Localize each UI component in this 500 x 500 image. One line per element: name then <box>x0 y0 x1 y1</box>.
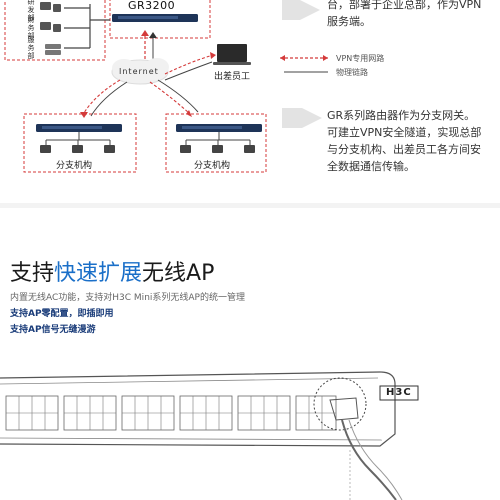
branch-2-pc-icons <box>180 145 255 153</box>
hq-label-rd: 研发部 <box>27 0 35 22</box>
feature-title-part: 支持 <box>10 261 55 286</box>
server-icon <box>45 44 61 55</box>
mobile-employee-label: 出差员工 <box>214 72 251 82</box>
branch-1-label: 分支机构 <box>56 161 93 171</box>
branch-1-pc-icons <box>40 145 115 153</box>
branch-2-frame <box>165 113 267 173</box>
feature-title-accent: 快速扩展 <box>54 261 143 286</box>
description-line: 服务端。 <box>327 15 371 28</box>
feature-title-part: 无线AP <box>142 261 215 286</box>
internet-label: Internet <box>119 67 159 76</box>
router-dashed-frame <box>109 0 211 39</box>
laptop-icon <box>217 44 247 62</box>
description-line: 与分支机构、出差员工各方间安 <box>327 143 481 156</box>
section-divider <box>0 203 500 208</box>
description-top: 台，部署于企业总部，作为VPN 服务端。 <box>327 0 481 30</box>
branch-2-label: 分支机构 <box>194 161 231 171</box>
cable-line <box>341 419 397 500</box>
feature-bullet: 支持AP零配置，即插即用 <box>10 309 114 319</box>
network-diagram <box>4 0 328 173</box>
highlight-circle <box>313 377 367 431</box>
description-line: 可建立VPN安全隧道，实现总部 <box>327 126 482 139</box>
branch-1-frame <box>23 113 137 173</box>
description-line: 台，部署于企业总部，作为VPN <box>327 0 482 11</box>
description-line: GR系列路由器作为分支网关。 <box>327 109 476 122</box>
device-sketch <box>0 371 419 500</box>
feature-subtitle: 内置无线AC功能，支持对H3C Mini系列无线AP的统一管理 <box>10 293 245 303</box>
monitor-icon <box>40 2 61 32</box>
description-bottom: GR系列路由器作为分支网关。 可建立VPN安全隧道，实现总部 与分支机构、出差员… <box>327 107 481 175</box>
arrow-shape <box>282 0 320 20</box>
hq-label-finance: 财务部 <box>27 16 35 40</box>
hq-dashed-frame <box>4 0 106 61</box>
legend-vpn-label: VPN专用网路 <box>336 54 385 63</box>
description-line: 全数据通信传输。 <box>327 160 415 173</box>
feature-bullet: 支持AP信号无缝漫游 <box>10 325 96 335</box>
feature-title: 支持快速扩展无线AP <box>10 255 214 287</box>
hq-label-service: 服务部 <box>27 36 35 60</box>
legend-physical-label: 物理链路 <box>336 68 368 77</box>
brand-badge <box>379 385 419 401</box>
brand-label: H3C <box>386 387 412 398</box>
arrow-shape <box>282 108 322 128</box>
hq-router-label: GR3200 <box>128 0 176 12</box>
